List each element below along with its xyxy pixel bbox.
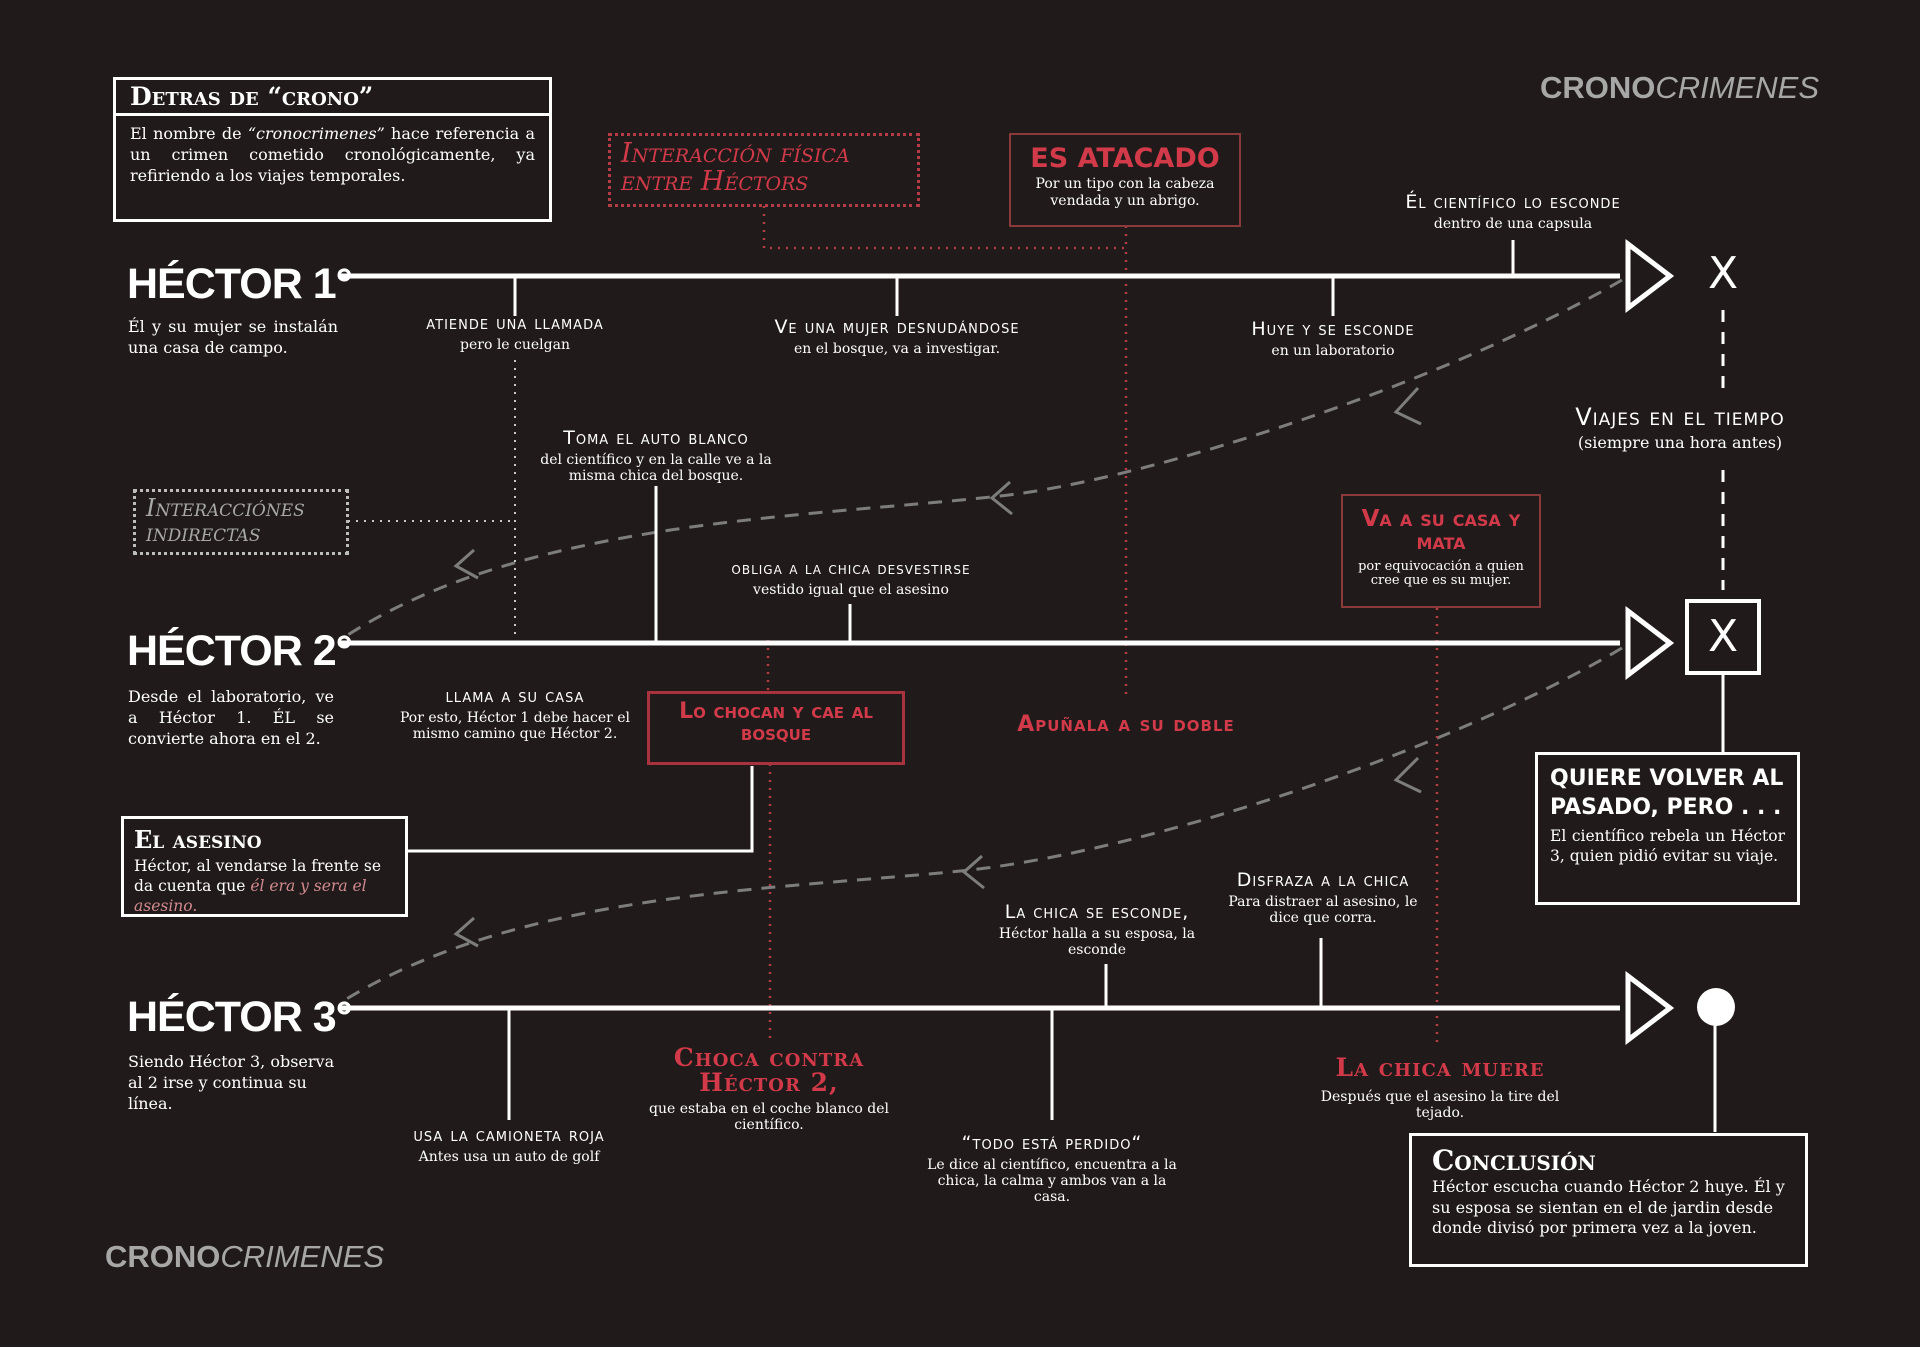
detras-box: Detras de “crono” El nombre de “cronocri… <box>113 77 552 222</box>
event-disfraza: Disfraza a la chica Para distraer al ase… <box>1228 869 1418 926</box>
hector-2-title: HÉCTOR 2° <box>127 627 353 675</box>
asesino-body: Héctor, al vendarse la frente se da cuen… <box>134 857 382 916</box>
brand-logo-bottom: CRONOCRIMENES <box>105 1239 385 1274</box>
event-obliga: obliga a la chica desvestirse vestido ig… <box>731 559 971 598</box>
curve-arrow <box>1393 386 1422 426</box>
es-atacado-box: ES ATACADO Por un tipo con la cabeza ven… <box>1009 133 1241 227</box>
lo-chocan-title: Lo chocan y cae al bosque <box>679 699 873 746</box>
event-esconde: La chica se esconde, Héctor halla a su e… <box>998 901 1196 958</box>
end-x-hector-1: X <box>1708 248 1739 299</box>
curve-arrow <box>1393 756 1422 794</box>
quiere-title: QUIERE VOLVER AL PASADO, PERO . . . <box>1550 766 1784 820</box>
brand-logo-top: CRONOCRIMENES <box>1540 70 1820 105</box>
hector-1-title: HÉCTOR 1° <box>127 260 353 308</box>
conclusion-box: Conclusión Héctor escucha cuando Héctor … <box>1409 1133 1808 1267</box>
detras-title: Detras de “crono” <box>116 80 549 116</box>
interaccion-fisica-label: Interacción física entre Héctors <box>621 138 850 198</box>
dotted-connector-red <box>762 206 1128 700</box>
va-a-su-casa-sub: por equivocación a quien cree que es su … <box>1358 559 1524 588</box>
viajes-label: Viajes en el tiempo (siempre una hora an… <box>1575 403 1785 452</box>
end-x-hector-2: X <box>1708 611 1739 662</box>
time-travel-curve-1 <box>339 278 1623 642</box>
event-mujer: Ve una mujer desnudándose en el bosque, … <box>774 316 1020 357</box>
asesino-box: El asesino Héctor, al vendarse la frente… <box>121 816 408 917</box>
interacciones-indirectas-label: Interacciónes indirectas <box>146 494 305 548</box>
detras-body: El nombre de “cronocrimenes” hace refere… <box>130 124 535 185</box>
hector-1-desc: Él y su mujer se instalán una casa de ca… <box>128 317 338 357</box>
interaccion-fisica-box: Interacción física entre Héctors <box>608 133 920 207</box>
va-a-su-casa-title: Va a su casa y mata <box>1361 506 1521 555</box>
es-atacado-sub: Por un tipo con la cabeza vendada y un a… <box>1035 176 1215 209</box>
hector-3-title: HÉCTOR 3° <box>127 993 353 1041</box>
end-box-hector-2 <box>1685 599 1761 675</box>
quiere-body: El científico rebela un Héctor 3, quien … <box>1550 827 1785 866</box>
event-choca: Choca contra Héctor 2, que estaba en el … <box>649 1043 889 1134</box>
conclusion-title: Conclusión <box>1432 1144 1596 1177</box>
event-huye: Huye y se esconde en un laboratorio <box>1251 318 1415 359</box>
quiere-box: QUIERE VOLVER AL PASADO, PERO . . . El c… <box>1535 752 1800 905</box>
event-llama: llama a su casa Por esto, Héctor 1 debe … <box>399 685 631 742</box>
timeline-arrowhead <box>1625 238 1675 314</box>
es-atacado-title: ES ATACADO <box>1030 143 1220 174</box>
event-cientifico: Él científico lo esconde dentro de una c… <box>1405 191 1621 232</box>
curve-arrow <box>453 548 479 580</box>
event-camioneta: usa la camioneta roja Antes usa un auto … <box>413 1124 605 1165</box>
hector-3-desc: Siendo Héctor 3, observa al 2 irse y con… <box>128 1052 335 1113</box>
lo-chocan-box: Lo chocan y cae al bosque <box>647 691 905 765</box>
time-travel-curve-2 <box>339 646 1623 1005</box>
event-auto: Toma el auto blanco del científico y en … <box>540 427 772 484</box>
asesino-title: El asesino <box>134 825 262 854</box>
end-circle-hector-3 <box>1697 988 1735 1026</box>
event-perdido: “todo está perdido“ Le dice al científic… <box>927 1132 1177 1206</box>
timeline-arrowhead <box>1625 605 1675 681</box>
hector-2-desc: Desde el laboratorio, ve a Héctor 1. ÉL … <box>128 687 334 748</box>
event-muere: La chica muere Después que el asesino la… <box>1320 1053 1560 1121</box>
va-a-su-casa-box: Va a su casa y mata por equivocación a q… <box>1341 494 1541 608</box>
curve-arrow <box>989 480 1013 516</box>
interacciones-indirectas-box: Interacciónes indirectas <box>133 489 349 555</box>
timeline-arrowhead <box>1625 970 1675 1046</box>
curve-arrow <box>453 916 479 948</box>
conclusion-body: Héctor escucha cuando Héctor 2 huye. Él … <box>1432 1176 1785 1238</box>
curve-arrow <box>961 854 985 890</box>
apunala-label: Apuñala a su doble <box>1017 712 1235 737</box>
event-llamada: atiende una llamada pero le cuelgan <box>426 312 604 353</box>
asesino-connector <box>408 766 754 853</box>
